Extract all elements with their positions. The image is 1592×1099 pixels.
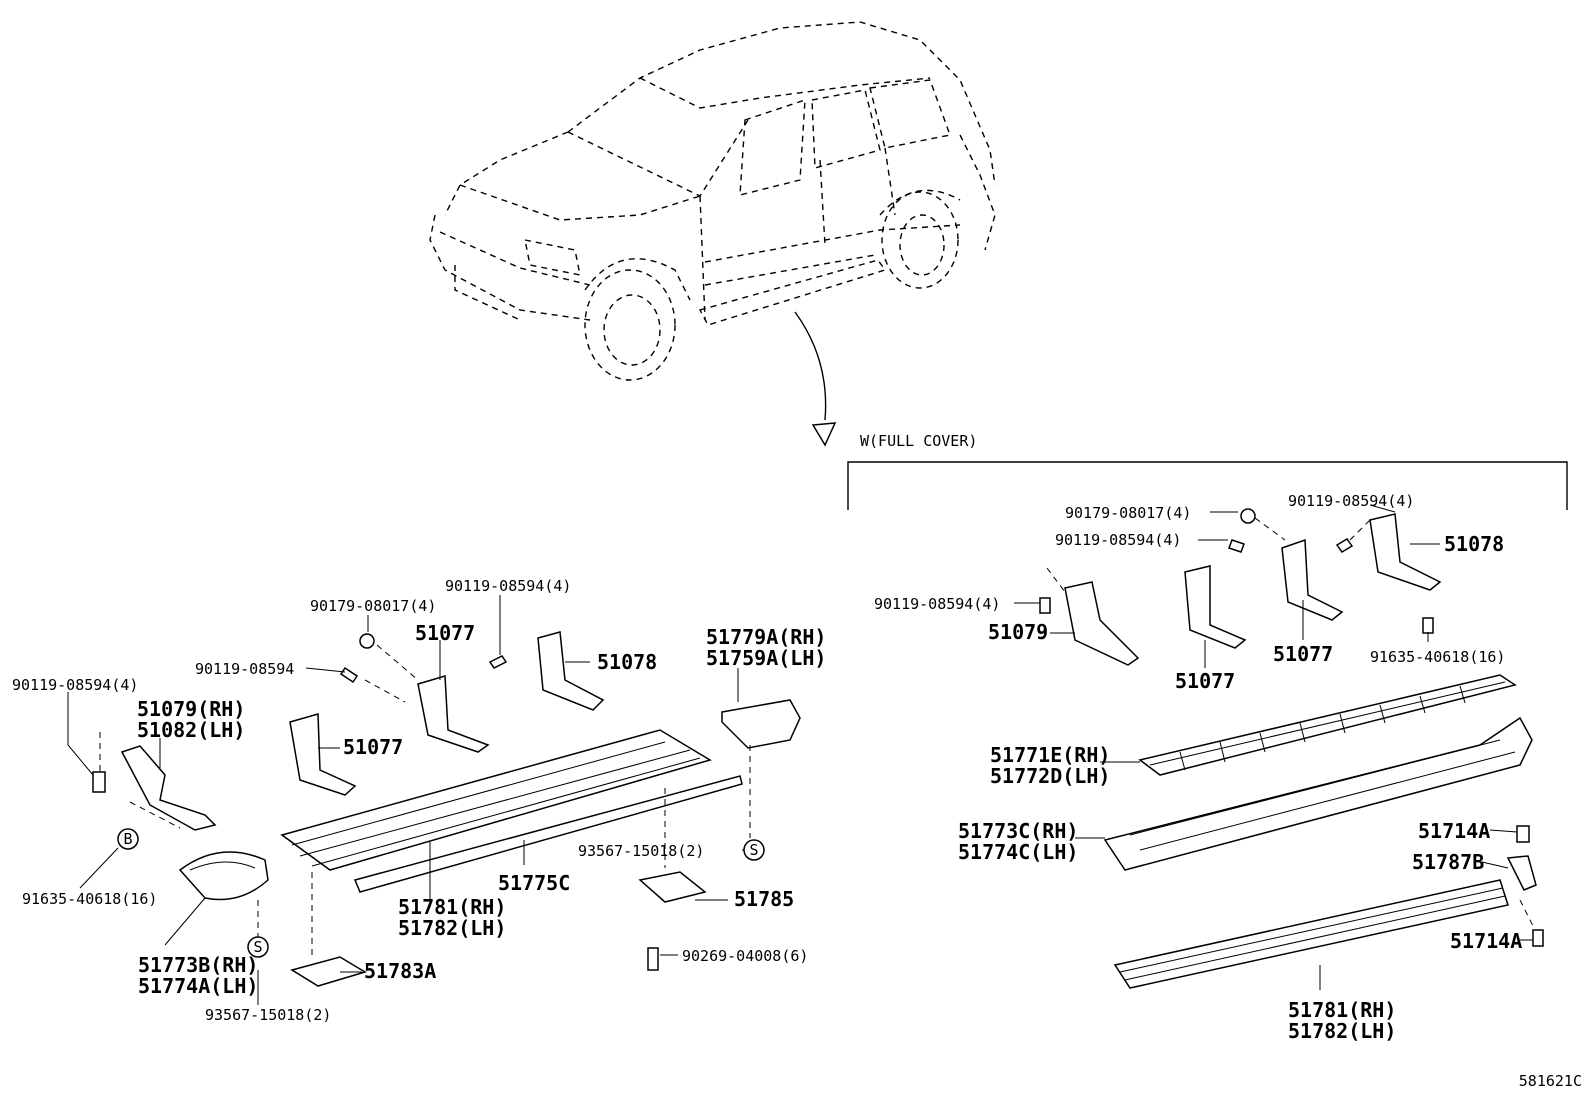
left-parts [92, 631, 801, 987]
vehicle-outline [429, 21, 996, 381]
part-label: 90269-04008(6) [682, 947, 808, 965]
part-label: 51782(LH) [398, 916, 506, 940]
part-label: 51775C [498, 871, 570, 895]
part-label: 51077 [343, 735, 403, 759]
part-label: 51787B [1412, 850, 1484, 874]
part-label: 93567-15018(2) [578, 842, 704, 860]
marker-s-left: S [247, 936, 269, 958]
part-label: 51078 [1444, 532, 1504, 556]
part-label: 51774A(LH) [138, 974, 258, 998]
part-label: 51781(RH) [398, 895, 506, 919]
part-label: 90119-08594(4) [12, 676, 138, 694]
part-label: 91635-40618(16) [22, 890, 157, 908]
part-label: 93567-15018(2) [205, 1006, 331, 1024]
part-label: 51077 [1273, 642, 1333, 666]
part-label: 51783A [364, 959, 436, 983]
part-label: 51771E(RH) [990, 743, 1110, 767]
part-label: 51772D(LH) [990, 764, 1110, 788]
part-label: 51785 [734, 887, 794, 911]
part-label: 90119-08594(4) [1055, 531, 1181, 549]
marker-s-letter: S [253, 938, 262, 956]
part-label: 90179-08017(4) [310, 597, 436, 615]
marker-b: B [117, 828, 139, 850]
part-label: 51078 [597, 650, 657, 674]
part-label: 90119-08594 [195, 660, 294, 678]
part-label: 90119-08594(4) [874, 595, 1000, 613]
part-label: 90119-08594(4) [1288, 492, 1414, 510]
part-label: 51714A [1418, 819, 1490, 843]
part-label: 51079(RH) [137, 697, 245, 721]
marker-b-letter: B [123, 830, 132, 848]
part-label: 90119-08594(4) [445, 577, 571, 595]
part-label: 51082(LH) [137, 718, 245, 742]
detail-arrow [794, 311, 837, 447]
part-label: 51773C(RH) [958, 819, 1078, 843]
part-label: 51077 [415, 621, 475, 645]
part-label: 51782(LH) [1288, 1019, 1396, 1043]
part-label: 51779A(RH) [706, 625, 826, 649]
part-label: 51781(RH) [1288, 998, 1396, 1022]
leader-lines [67, 504, 1533, 1005]
section-label: W(FULL COVER) [860, 432, 977, 450]
right-parts [1039, 508, 1544, 989]
part-label: 90179-08017(4) [1065, 504, 1191, 522]
full-cover-bracket [847, 461, 1568, 510]
figure-code: 581621C [1519, 1072, 1582, 1090]
part-label: 51714A [1450, 929, 1522, 953]
part-label: 51077 [1175, 669, 1235, 693]
marker-s-letter: S [749, 841, 758, 859]
part-label: 91635-40618(16) [1370, 648, 1505, 666]
part-label: 51759A(LH) [706, 646, 826, 670]
marker-s-right: S [743, 839, 765, 861]
part-label: 51079 [988, 620, 1048, 644]
part-label: 51773B(RH) [138, 953, 258, 977]
part-label: 51774C(LH) [958, 840, 1078, 864]
